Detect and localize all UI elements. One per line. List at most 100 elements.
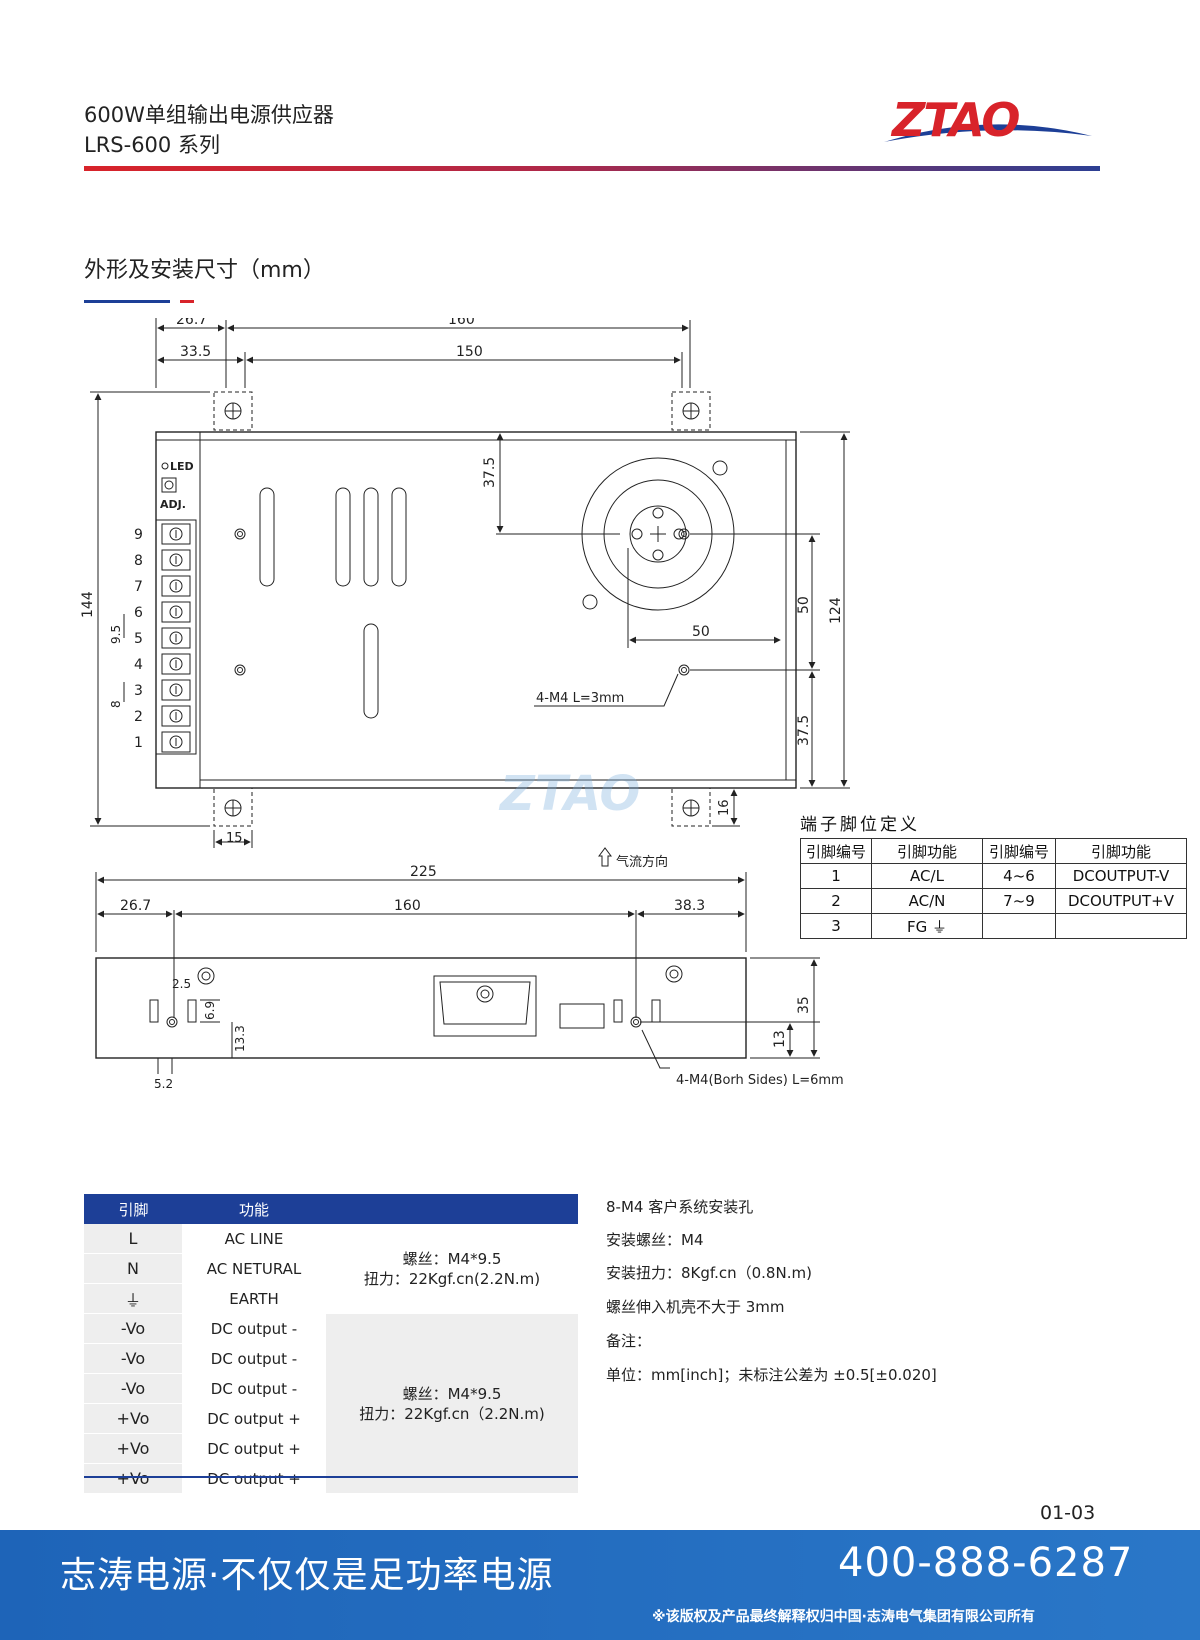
outline-drawing: 26.7 160 33.5 150 144 37.5 50 124 50 37.… [80, 318, 850, 1091]
adj-label: ADJ. [160, 498, 186, 511]
connector-pin: N [84, 1253, 184, 1284]
side-view: 225 26.7 160 38.3 2.5 6.9 13.3 5.2 35 13… [95, 864, 844, 1091]
pin-def-cell [982, 913, 1056, 939]
terminal-screw [161, 549, 191, 571]
terminal-number: 2 [134, 709, 143, 725]
terminal-screw-head [169, 605, 183, 619]
dim-50-vertical: 50 [796, 596, 812, 614]
terminal-screw-head [169, 735, 183, 749]
terminal-screw-head [169, 553, 183, 567]
pin-def-cell: 4~6 [982, 863, 1056, 889]
connector-function: DC output + [183, 1433, 326, 1464]
spec-dc-torque: 扭力：22Kgf.cn（2.2N.m) [359, 1404, 545, 1423]
pin-def-cell: DCOUTPUT-V [1055, 863, 1187, 889]
dim-37-5-top: 37.5 [482, 457, 498, 488]
dim-37-5-bottom: 37.5 [796, 715, 812, 746]
note-mount-screw: 安装螺丝：M4 [606, 1231, 704, 1249]
connector-header-pin: 引脚 [84, 1194, 183, 1224]
note-screw-depth: 螺丝伸入机壳不大于 3mm [606, 1298, 785, 1316]
pin-definition-table: 引脚编号 引脚功能 引脚编号 引脚功能 1 AC/L 4~6 DCOUTPUT-… [800, 838, 1187, 939]
pin-def-header: 引脚功能 [871, 838, 983, 864]
dim-35: 35 [796, 996, 812, 1014]
dim-38-3: 38.3 [674, 898, 705, 914]
connector-pin: ⏚ [84, 1283, 184, 1314]
section-title: 外形及安装尺寸（mm） [84, 258, 325, 283]
connector-function: DC output + [183, 1403, 326, 1434]
terminal-screw [161, 575, 191, 597]
pin-def-cell: 1 [800, 863, 872, 889]
header-divider [84, 166, 1100, 171]
connector-pin: -Vo [84, 1313, 184, 1344]
footer-band [0, 1530, 1200, 1640]
dim-16: 16 [717, 799, 732, 816]
pin-def-header: 引脚功能 [1055, 838, 1187, 864]
terminal-screw [161, 627, 191, 649]
connector-function: EARTH [183, 1283, 326, 1314]
pin-def-cell: 7~9 [982, 888, 1056, 914]
terminal-number: 5 [134, 631, 143, 647]
connector-pin: +Vo [84, 1463, 184, 1494]
terminal-number: 8 [134, 553, 143, 569]
pin-def-cell: DCOUTPUT+V [1055, 888, 1187, 914]
pin-def-cell: AC/N [871, 888, 983, 914]
dim-50-horizontal: 50 [692, 624, 710, 640]
terminal-number: 6 [134, 605, 143, 621]
side-screw-note: 4-M4(Borh Sides) L=6mm [676, 1073, 844, 1088]
dim-6-9: 6.9 [203, 1001, 217, 1020]
connector-function: DC output - [183, 1313, 326, 1344]
connector-table: 引脚 功能 L AC LINE 螺丝：M4*9.5 扭力：22Kgf.cn(2.… [84, 1194, 578, 1494]
dim-13: 13 [772, 1030, 788, 1048]
connector-pin: -Vo [84, 1373, 184, 1404]
dim-160-side: 160 [394, 898, 421, 914]
dim-144: 144 [80, 591, 96, 618]
section-underline-blue [84, 300, 170, 303]
terminal-screw [161, 653, 191, 675]
spec-dc-screw: 螺丝：M4*9.5 [402, 1384, 502, 1403]
footer-phone[interactable]: 400-888-6287 [838, 1540, 1134, 1586]
dim-26-7-top: 26.7 [176, 318, 207, 328]
dim-124: 124 [828, 597, 844, 624]
pin-def-cell [1055, 913, 1187, 939]
page-number: 01-03 [1040, 1502, 1096, 1524]
pin-def-cell: 3 [800, 913, 872, 939]
top-view: 26.7 160 33.5 150 144 37.5 50 124 50 37.… [80, 318, 850, 870]
terminal-number: 9 [134, 527, 143, 543]
terminal-number: 7 [134, 579, 143, 595]
connector-pin: +Vo [84, 1433, 184, 1464]
terminal-screw-head [169, 683, 183, 697]
dim-150: 150 [456, 344, 483, 360]
spec-ac-screw: 螺丝：M4*9.5 [402, 1249, 502, 1268]
dim-8: 8 [109, 700, 123, 708]
led-label: LED [170, 460, 194, 473]
connector-header-spec [325, 1194, 578, 1224]
note-remark: 备注： [606, 1332, 652, 1350]
connector-pin: L [84, 1224, 184, 1254]
connector-function: DC output - [183, 1343, 326, 1374]
note-mount-holes: 8-M4 客户系统安装孔 [606, 1198, 754, 1216]
top-screw-note: 4-M4 L=3mm [536, 691, 624, 706]
connector-function: AC LINE [183, 1224, 326, 1254]
connector-function: DC output + [183, 1463, 326, 1494]
connector-function: AC NETURAL [183, 1253, 326, 1284]
pin-def-cell: FG ⏚ [871, 913, 983, 939]
terminal-screw-head [169, 579, 183, 593]
logo-text: ZTAO [890, 93, 1019, 147]
dim-5-2: 5.2 [154, 1077, 173, 1091]
dim-33-5: 33.5 [180, 344, 211, 360]
dim-9-5: 9.5 [109, 625, 123, 644]
note-mount-torque: 安装扭力：8Kgf.cn（0.8N.m) [606, 1264, 812, 1282]
terminal-number: 1 [134, 735, 143, 751]
connector-function: DC output - [183, 1373, 326, 1404]
dim-13-3: 13.3 [233, 1025, 247, 1052]
terminal-screw-head [169, 657, 183, 671]
connector-pin: -Vo [84, 1343, 184, 1374]
spec-ac-torque: 扭力：22Kgf.cn(2.2N.m) [363, 1269, 541, 1288]
note-units: 单位：mm[inch]；未标注公差为 ±0.5[±0.020] [606, 1366, 937, 1384]
terminal-screw-head [169, 709, 183, 723]
airflow-label: 气流方向 [616, 854, 668, 870]
dim-2-5: 2.5 [172, 977, 191, 991]
terminal-number: 4 [134, 657, 143, 673]
dim-225: 225 [410, 864, 437, 880]
header-title: 600W单组输出电源供应器 [84, 103, 334, 127]
